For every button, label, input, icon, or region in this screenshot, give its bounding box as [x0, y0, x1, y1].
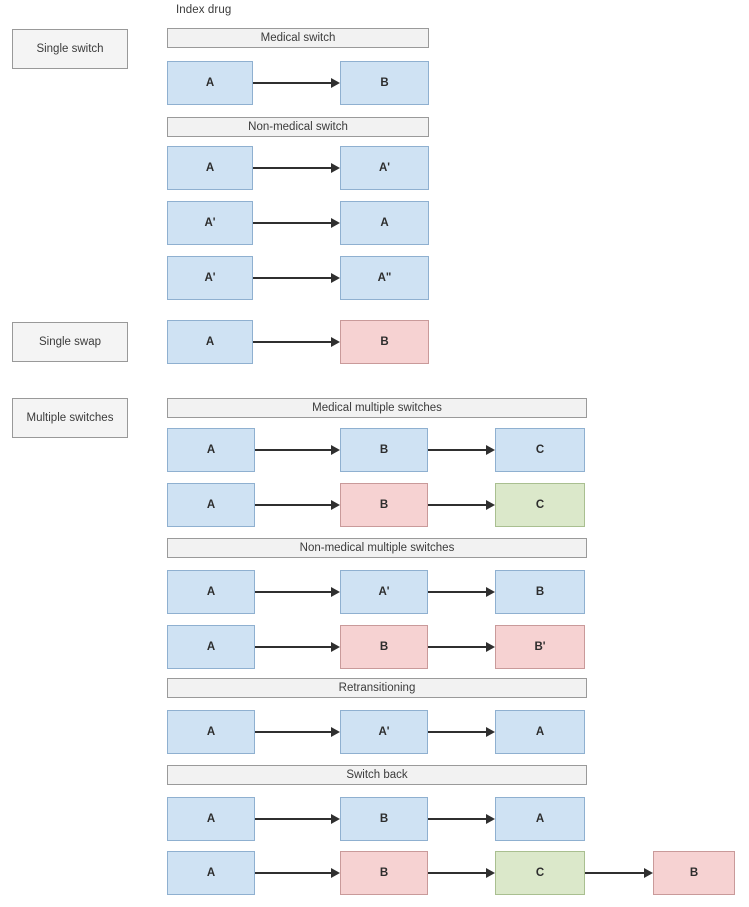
- index-drug-label: Index drug: [176, 4, 232, 16]
- arrow-row9-1: [428, 726, 495, 738]
- node-row8-col1: B: [340, 625, 428, 669]
- arrow-row6-0: [255, 499, 340, 511]
- node-row9-col2: A: [495, 710, 585, 754]
- node-row9-col1: A': [340, 710, 428, 754]
- section-bar-switch-back: Switch back: [167, 765, 587, 785]
- node-row0-col1: B: [340, 61, 429, 105]
- arrow-row11-1: [428, 867, 495, 879]
- node-row10-col0: A: [167, 797, 255, 841]
- node-row11-col1: B: [340, 851, 428, 895]
- node-row10-col1: B: [340, 797, 428, 841]
- node-row7-col1: A': [340, 570, 428, 614]
- node-row11-col0: A: [167, 851, 255, 895]
- arrow-row11-0: [255, 867, 340, 879]
- node-row4-col0: A: [167, 320, 253, 364]
- arrow-row9-0: [255, 726, 340, 738]
- arrow-row11-2: [585, 867, 653, 879]
- node-row4-col1: B: [340, 320, 429, 364]
- section-bar-medical-multiple-switches: Medical multiple switches: [167, 398, 587, 418]
- node-row6-col0: A: [167, 483, 255, 527]
- arrow-row8-1: [428, 641, 495, 653]
- section-bar-non-medical-switch: Non-medical switch: [167, 117, 429, 137]
- node-row0-col0: A: [167, 61, 253, 105]
- arrow-row8-0: [255, 641, 340, 653]
- arrow-row4-0: [253, 336, 340, 348]
- node-row10-col2: A: [495, 797, 585, 841]
- category-multiple-switches: Multiple switches: [12, 398, 128, 438]
- node-row7-col0: A: [167, 570, 255, 614]
- node-row5-col1: B: [340, 428, 428, 472]
- category-single-swap: Single swap: [12, 322, 128, 362]
- node-row1-col0: A: [167, 146, 253, 190]
- node-row8-col0: A: [167, 625, 255, 669]
- arrow-row7-0: [255, 586, 340, 598]
- node-row1-col1: A': [340, 146, 429, 190]
- arrow-row1-0: [253, 162, 340, 174]
- node-row3-col0: A': [167, 256, 253, 300]
- node-row2-col1: A: [340, 201, 429, 245]
- node-row6-col2: C: [495, 483, 585, 527]
- node-row5-col0: A: [167, 428, 255, 472]
- node-row7-col2: B: [495, 570, 585, 614]
- section-bar-medical-switch: Medical switch: [167, 28, 429, 48]
- node-row3-col1: A": [340, 256, 429, 300]
- node-row9-col0: A: [167, 710, 255, 754]
- arrow-row3-0: [253, 272, 340, 284]
- arrow-row6-1: [428, 499, 495, 511]
- node-row8-col2: B': [495, 625, 585, 669]
- node-row11-col2: C: [495, 851, 585, 895]
- arrow-row7-1: [428, 586, 495, 598]
- arrow-row5-0: [255, 444, 340, 456]
- node-row2-col0: A': [167, 201, 253, 245]
- arrow-row0-0: [253, 77, 340, 89]
- section-bar-non-medical-multiple-switches: Non-medical multiple switches: [167, 538, 587, 558]
- node-row11-col3: B: [653, 851, 735, 895]
- node-row6-col1: B: [340, 483, 428, 527]
- arrow-row5-1: [428, 444, 495, 456]
- arrow-row10-1: [428, 813, 495, 825]
- section-bar-retransitioning: Retransitioning: [167, 678, 587, 698]
- arrow-row2-0: [253, 217, 340, 229]
- node-row5-col2: C: [495, 428, 585, 472]
- category-single-switch: Single switch: [12, 29, 128, 69]
- arrow-row10-0: [255, 813, 340, 825]
